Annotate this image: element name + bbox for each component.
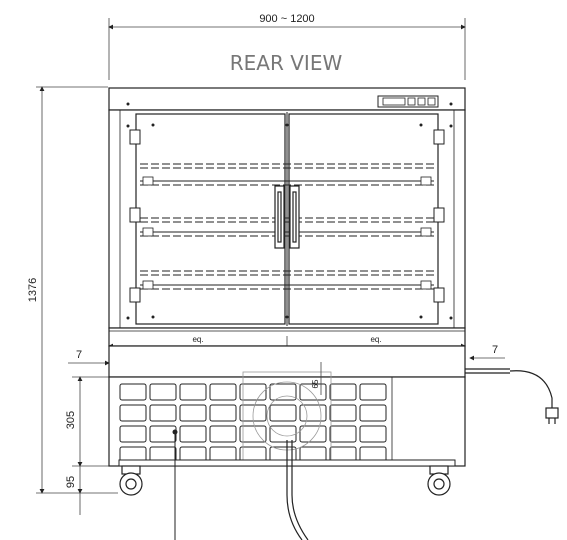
vent-slot: [359, 404, 387, 422]
vent-slot: [329, 383, 357, 401]
door-hinges: [129, 129, 445, 303]
vent-slot: [179, 404, 207, 422]
vent-slot: [209, 404, 237, 422]
vent-slot: [269, 404, 297, 422]
door-handles: [274, 185, 300, 249]
vent-slot: [149, 383, 177, 401]
vent-slot: [359, 425, 387, 443]
vent-slot: [209, 383, 237, 401]
vent-slot: [149, 425, 177, 443]
vent-slot: [119, 404, 147, 422]
vent-slot: [329, 404, 357, 422]
vent-slot: [359, 383, 387, 401]
drain-hose: [286, 440, 303, 540]
vent-slot: [329, 425, 357, 443]
power-cord: [465, 368, 559, 424]
left-offset-label: 7: [76, 349, 82, 361]
width-label: 900 ~ 1200: [259, 13, 314, 25]
vent-slot: [179, 383, 207, 401]
vent-slot: [209, 425, 237, 443]
vent-slot: [119, 425, 147, 443]
view-title: REAR VIEW: [230, 51, 343, 75]
vent-slot: [269, 425, 297, 443]
shelves: [140, 163, 434, 290]
small-gap-dimension: 65: [311, 362, 322, 395]
vent-slot: [239, 425, 267, 443]
right-offset-label: 7: [492, 344, 498, 356]
vent-slot: [239, 383, 267, 401]
lower-dimension: 305 95: [65, 376, 120, 515]
feet-height-label: 95: [65, 476, 77, 488]
vent-slot: [299, 425, 327, 443]
total-height-label: 1376: [27, 278, 39, 302]
vent-slot: [269, 383, 297, 401]
left-eq-label: eq.: [192, 335, 203, 344]
vent-slot: [299, 404, 327, 422]
shelf-brackets: [142, 176, 432, 290]
width-dimension: 900 ~ 1200: [108, 13, 466, 80]
vent-slot: [149, 404, 177, 422]
vent-slot: [119, 383, 147, 401]
right-eq-label: eq.: [370, 335, 381, 344]
control-panel: [377, 95, 439, 108]
lower-height-label: 305: [65, 411, 77, 429]
small-gap-label: 65: [311, 379, 320, 388]
height-dimension: 1376: [27, 86, 118, 494]
casters: [119, 465, 451, 496]
vent-grille: [119, 383, 387, 464]
vent-slot: [179, 425, 207, 443]
